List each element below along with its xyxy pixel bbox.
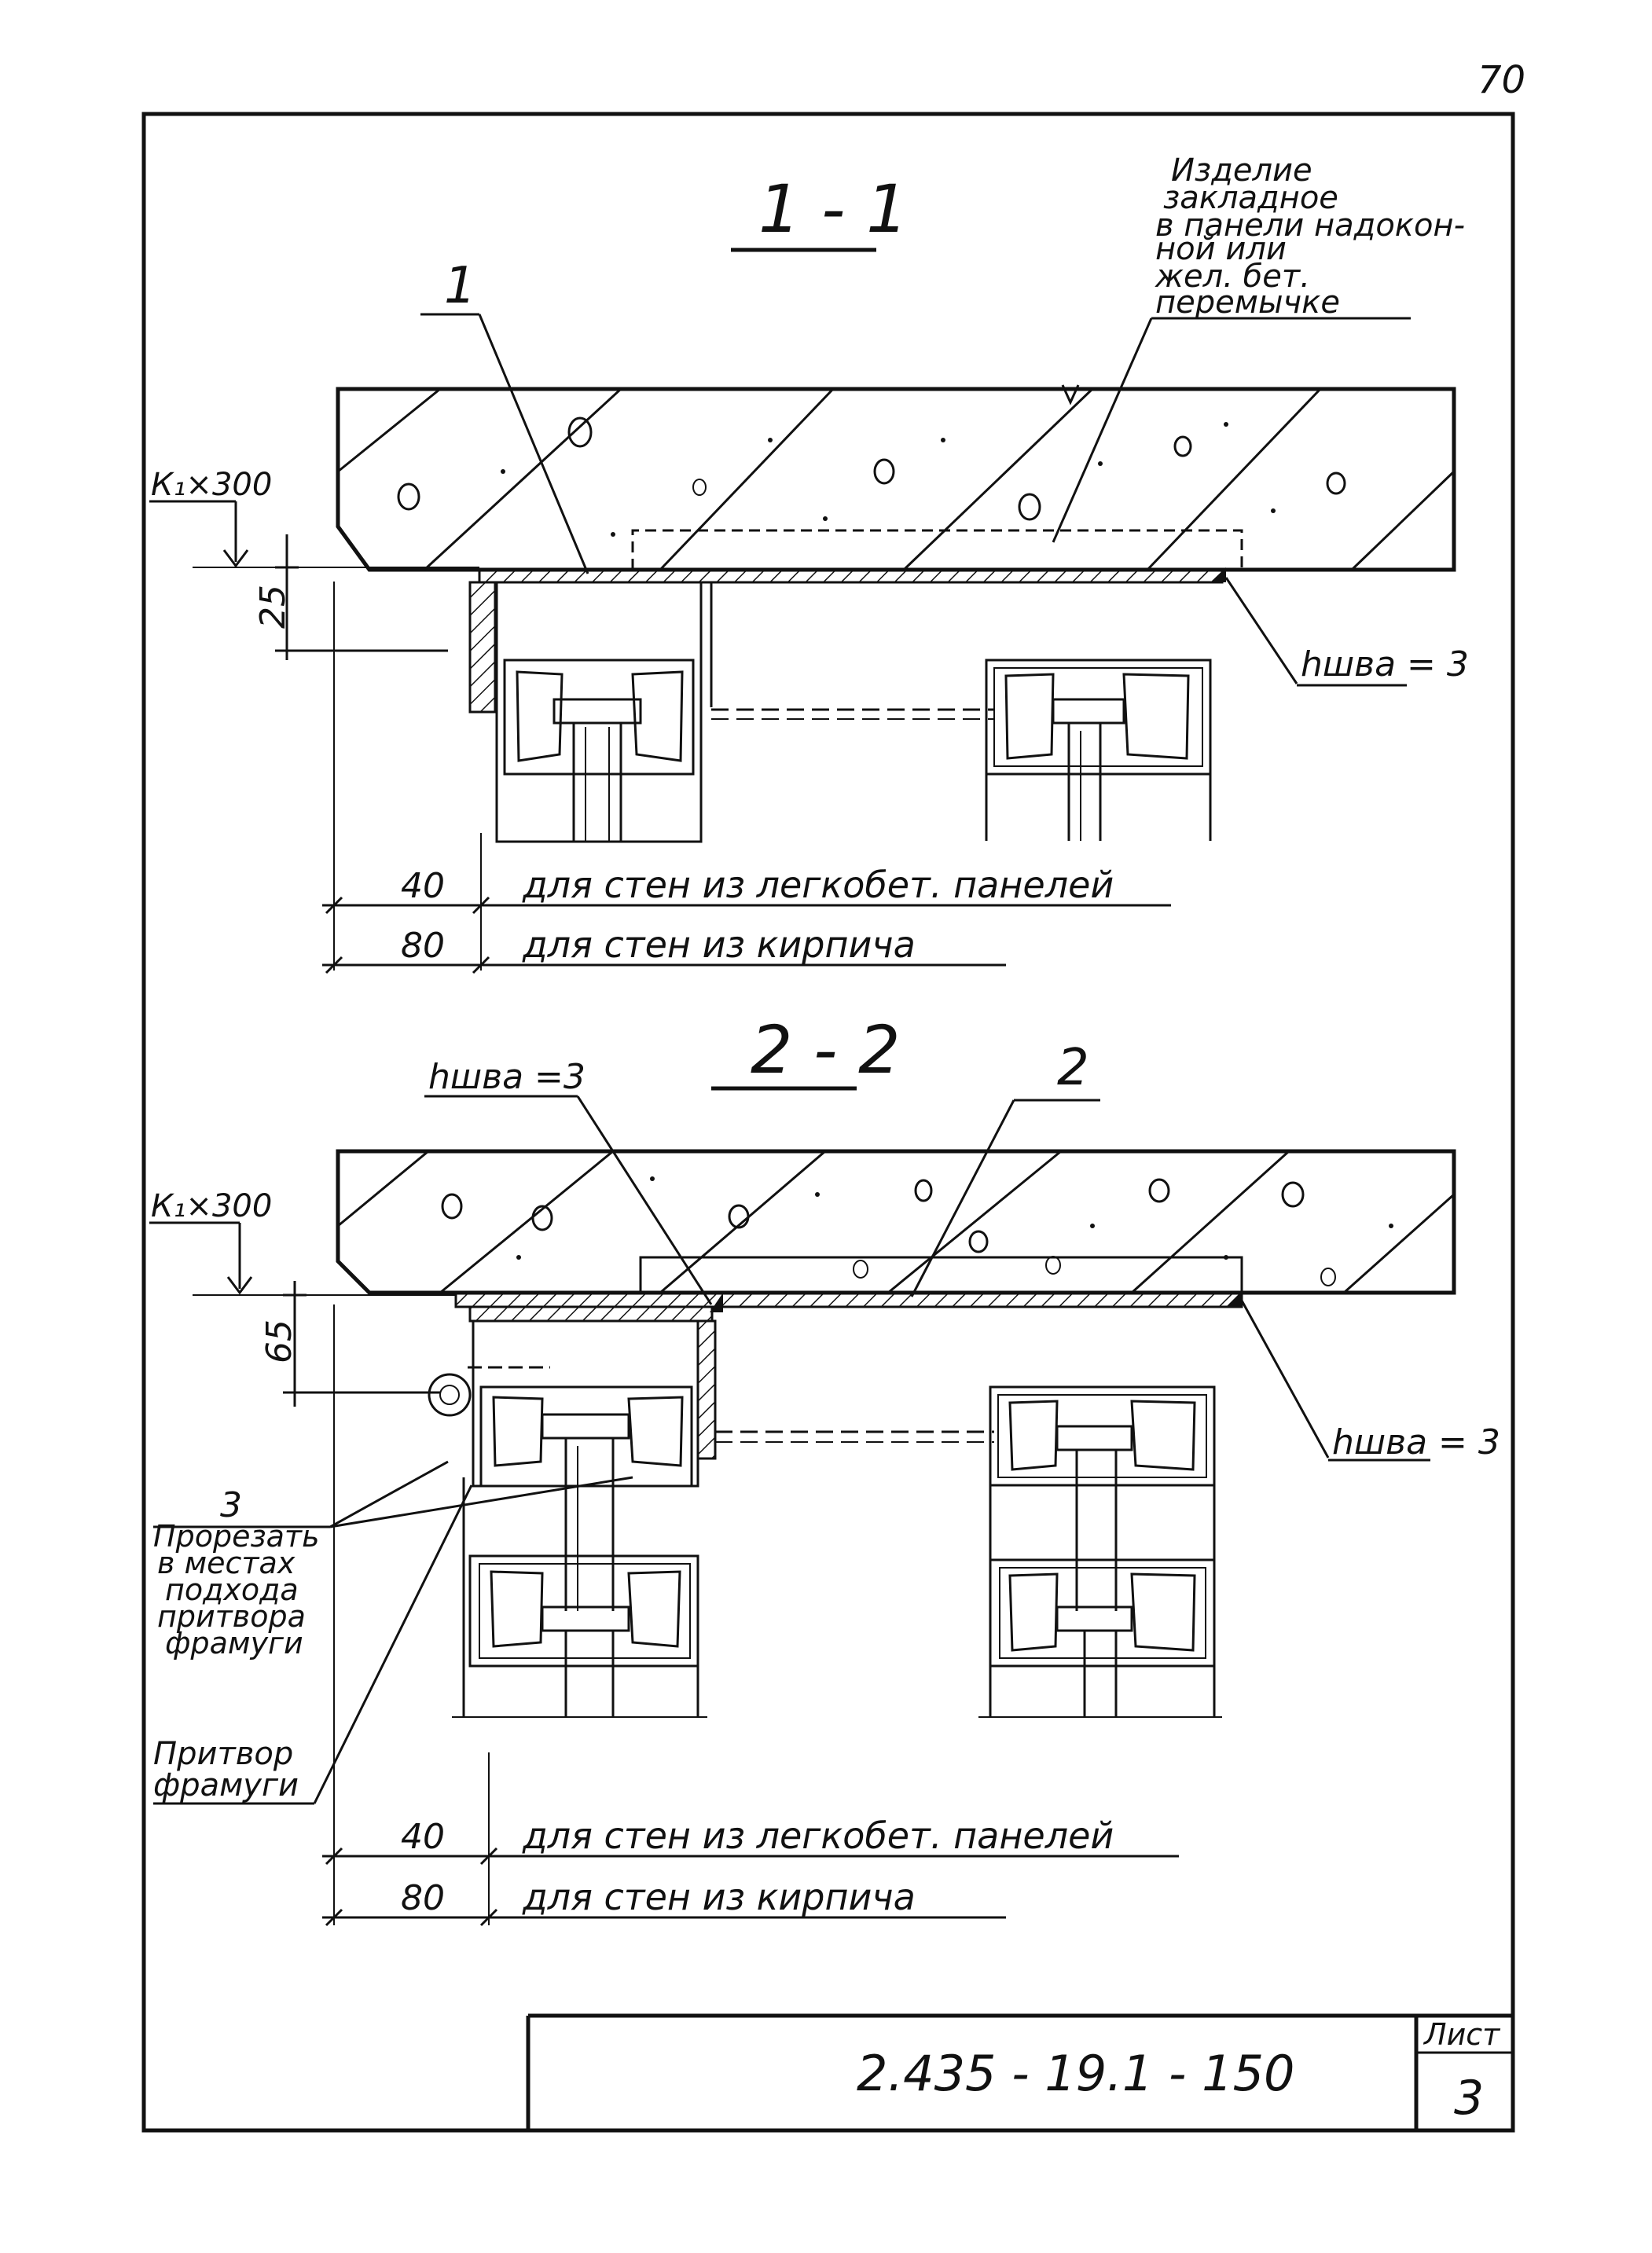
callout-3: 3 Прорезать в местах подхода притвора фр… [153,1460,633,1660]
section-2-title: 2 - 2 [751,1011,901,1088]
dim-notes-2: 40 для стен из легкобет. панелей 80 для … [322,1304,1179,1927]
sheet-label: Лист [1423,2017,1501,2052]
dim-65-text: 65 [259,1319,299,1363]
level-mark-1-text: К₁×300 [151,467,272,503]
callout-3-line-5: фрамуги [165,1626,303,1660]
sheet-number: 3 [1454,2071,1484,2126]
level-mark-2: К₁×300 [149,1188,456,1296]
weld-callout-2-right: hшва = 3 [1240,1300,1500,1462]
dim-40-text-2: 40 [401,1817,445,1857]
callout-1: 1 [420,257,589,574]
callout-pritvor: Притвор фрамуги [153,1484,473,1805]
frame-profile-right-1 [985,659,1212,841]
dim-notes-1: 40 для стен из легкобет. панелей 80 для … [322,582,1171,974]
frame-profile-left-1 [495,581,713,843]
plate-2 [454,1291,1243,1308]
weld-mark-1 [1210,567,1226,582]
pritvor-line-2: фрамуги [153,1767,299,1804]
section-1-1: 1 - 1 [149,152,1469,974]
section-1-title: 1 - 1 [758,171,909,248]
dim-25-text: 25 [253,585,293,629]
section-2-2: 2 - 2 [149,1011,1500,1927]
embedded-note-line-2: закладное [1163,180,1338,216]
callout-3-line-3: подхода [165,1572,299,1607]
weld-mark-2b [1226,1291,1242,1307]
callout-1-number: 1 [444,257,476,315]
hinge-icon [428,1373,472,1417]
weld-mark-2a [710,1293,723,1312]
note-40-text-1: для стен из легкобет. панелей [522,864,1114,906]
pritvor-line-1: Притвор [153,1736,293,1772]
weld-label-1: hшва = 3 [1301,644,1469,684]
dim-65: 65 [259,1281,440,1407]
title-block: 2.435 - 19.1 - 150 Лист 3 [526,2013,1513,2130]
weld-callout-1: hшва = 3 [1224,577,1469,687]
embedded-note-line-4: ной или [1155,231,1287,267]
embedded-note-line-6: перемычке [1155,284,1340,321]
note-80-text-2: для стен из кирпича [522,1876,916,1918]
plate-1 [478,568,1224,584]
weld-label-2-top: hшва =3 [428,1057,586,1097]
embedded-note-line-3: в панели надокон- [1155,207,1465,244]
frame-profile-right-2 [978,1385,1222,1718]
concrete-slab-2 [336,1149,1456,1295]
dim-25: 25 [253,534,448,660]
dim-40-text-1: 40 [401,866,445,906]
dim-80-text-1: 80 [401,926,445,966]
sheet-frame [141,112,1515,2133]
drawing-designation: 2.435 - 19.1 - 150 [857,2045,1294,2102]
callout-2-number: 2 [1057,1039,1089,1097]
note-80-text-1: для стен из кирпича [522,923,916,966]
concrete-slab-1 [336,387,1456,572]
dim-80-text-2: 80 [401,1878,445,1918]
callout-3-number: 3 [220,1485,242,1525]
level-mark-1: К₁×300 [149,467,479,568]
weld-label-2-right: hшва = 3 [1332,1422,1500,1462]
callout-3-line-1: Прорезать [153,1519,319,1554]
weld-callout-2-top: hшва =3 [424,1057,713,1305]
embedded-note-line-5: жел. бет. [1155,259,1310,295]
callout-2: 2 [910,1039,1100,1297]
embedded-item-note: Изделие закладное в панели надокон- ной … [1052,152,1465,543]
callout-3-line-2: в местах [157,1546,296,1580]
level-mark-2-text: К₁×300 [151,1188,272,1224]
embedded-note-line-1: Изделие [1171,152,1312,189]
callout-3-line-4: притвора [157,1599,306,1634]
page-number: 70 [1478,58,1525,102]
frame-profile-left-2 [428,1319,707,1718]
note-40-text-2: для стен из легкобет. панелей [522,1815,1114,1857]
